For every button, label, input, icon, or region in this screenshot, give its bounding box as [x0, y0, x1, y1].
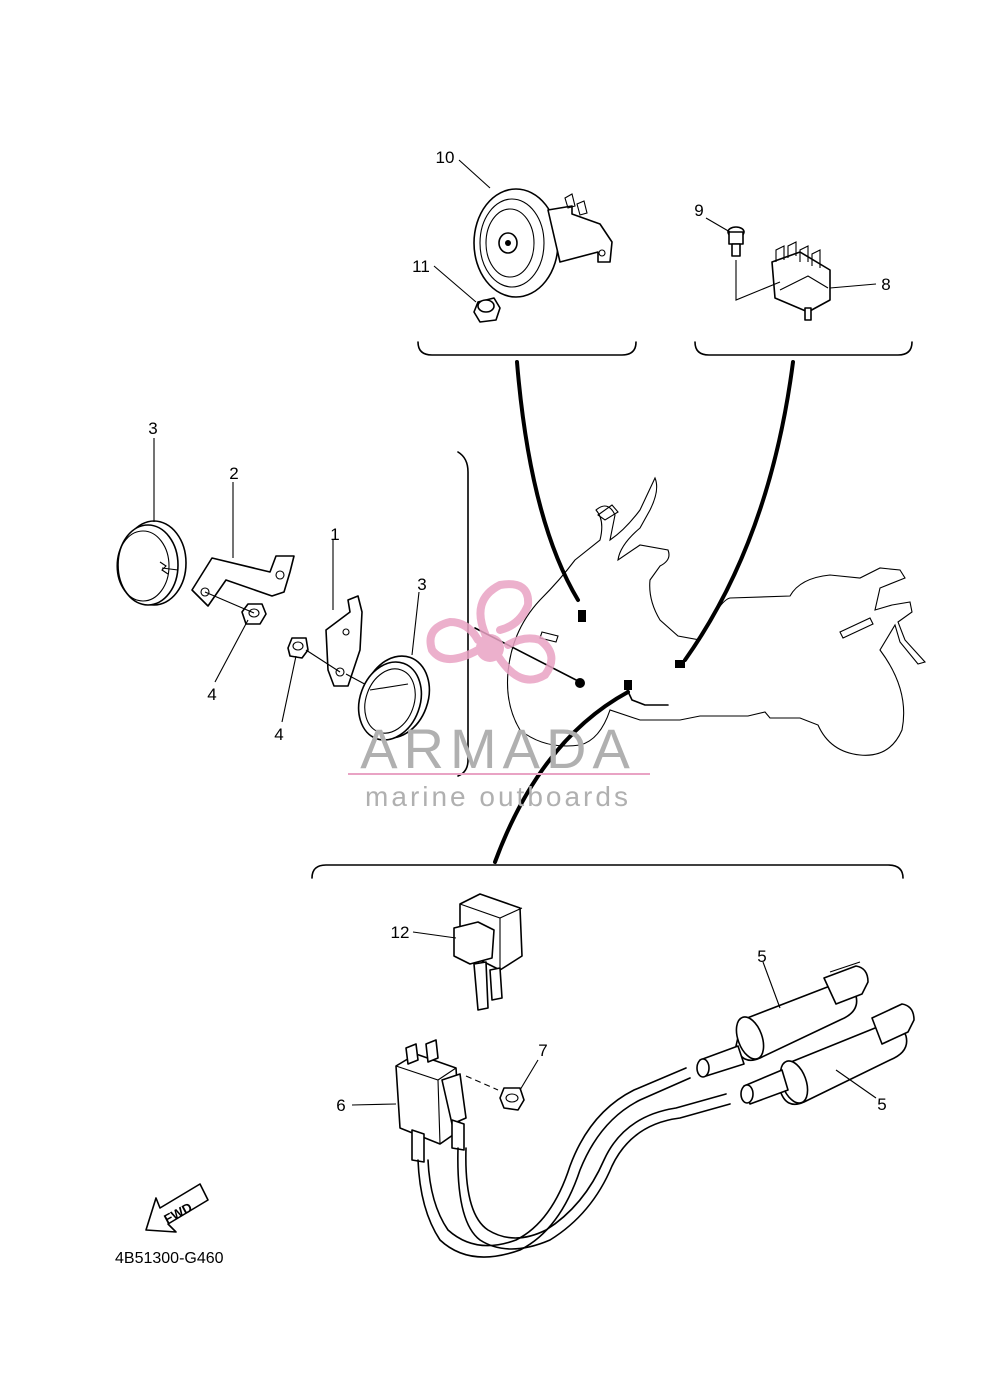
- lamp-part-center: [357, 655, 431, 741]
- nut-part-4b: [287, 637, 373, 689]
- callout-5-upper: 5: [757, 947, 766, 966]
- lamp-part-left: [116, 520, 187, 606]
- nut-part-4a: [204, 591, 267, 625]
- detail-frame-regulator: [694, 341, 913, 356]
- motorcycle-outline: [506, 476, 927, 756]
- plug-cap-upper: [696, 961, 869, 1078]
- callout-2: 2: [229, 464, 238, 483]
- relay-part: [453, 893, 523, 1011]
- ignition-coil-part: [395, 1039, 467, 1163]
- watermark-brand: ARMADA: [360, 717, 636, 780]
- hv-leads: [417, 1067, 731, 1258]
- callout-leaders: [153, 159, 877, 1106]
- regulator-bolt-part: [727, 226, 781, 301]
- callout-3-left: 3: [148, 419, 157, 438]
- callout-7: 7: [538, 1041, 547, 1060]
- callout-4-left: 4: [207, 685, 216, 704]
- bracket-part-2: [191, 555, 295, 607]
- callout-1: 1: [330, 525, 339, 544]
- detail-frame-lamp-left: [457, 451, 469, 777]
- detail-frame-horn: [417, 341, 637, 356]
- horn-nut-part: [473, 297, 501, 323]
- diagram-code: 4B51300-G460: [115, 1250, 224, 1267]
- plug-cap-lower: [740, 1003, 915, 1106]
- bracket-part-1: [325, 595, 363, 687]
- detail-frame-ignition: [311, 864, 904, 879]
- callout-12: 12: [391, 923, 410, 942]
- regulator-part: [771, 241, 831, 321]
- callout-4-center: 4: [274, 725, 283, 744]
- callout-6: 6: [336, 1096, 345, 1115]
- callout-3-center: 3: [417, 575, 426, 594]
- watermark-tagline: marine outboards: [365, 781, 631, 812]
- callout-10: 10: [436, 148, 455, 167]
- callout-11: 11: [412, 257, 430, 276]
- watermark-logo-icon: [426, 580, 556, 684]
- fwd-arrow-icon: FWD: [145, 1183, 209, 1233]
- callout-9: 9: [694, 201, 703, 220]
- callout-8: 8: [881, 275, 890, 294]
- coil-nut-part: [465, 1075, 525, 1111]
- callout-5-lower: 5: [877, 1095, 886, 1114]
- horn-part: [473, 188, 613, 298]
